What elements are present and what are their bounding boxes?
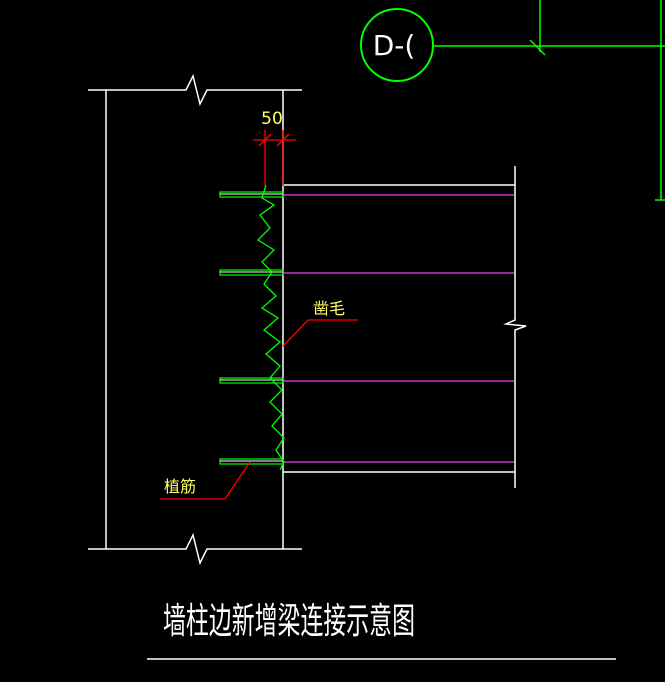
roughening-leader [282,319,358,347]
beam-bars [283,194,514,463]
grid-bubble-label: D-( [373,29,416,62]
rebar-leader [160,461,251,500]
new-beam-outline [283,166,527,488]
diagram-title: 墙柱边新增梁连接示意图 [163,601,415,642]
dimension-50: 50 [253,109,296,186]
rebar-label: 植筋 [164,477,196,496]
dimension-value: 50 [261,109,283,129]
planted-rebars [219,191,284,465]
grid-bubble [360,8,434,82]
axis-grid-lines [434,0,665,201]
roughening-zigzag [256,184,285,471]
roughening-label: 凿毛 [313,299,345,318]
